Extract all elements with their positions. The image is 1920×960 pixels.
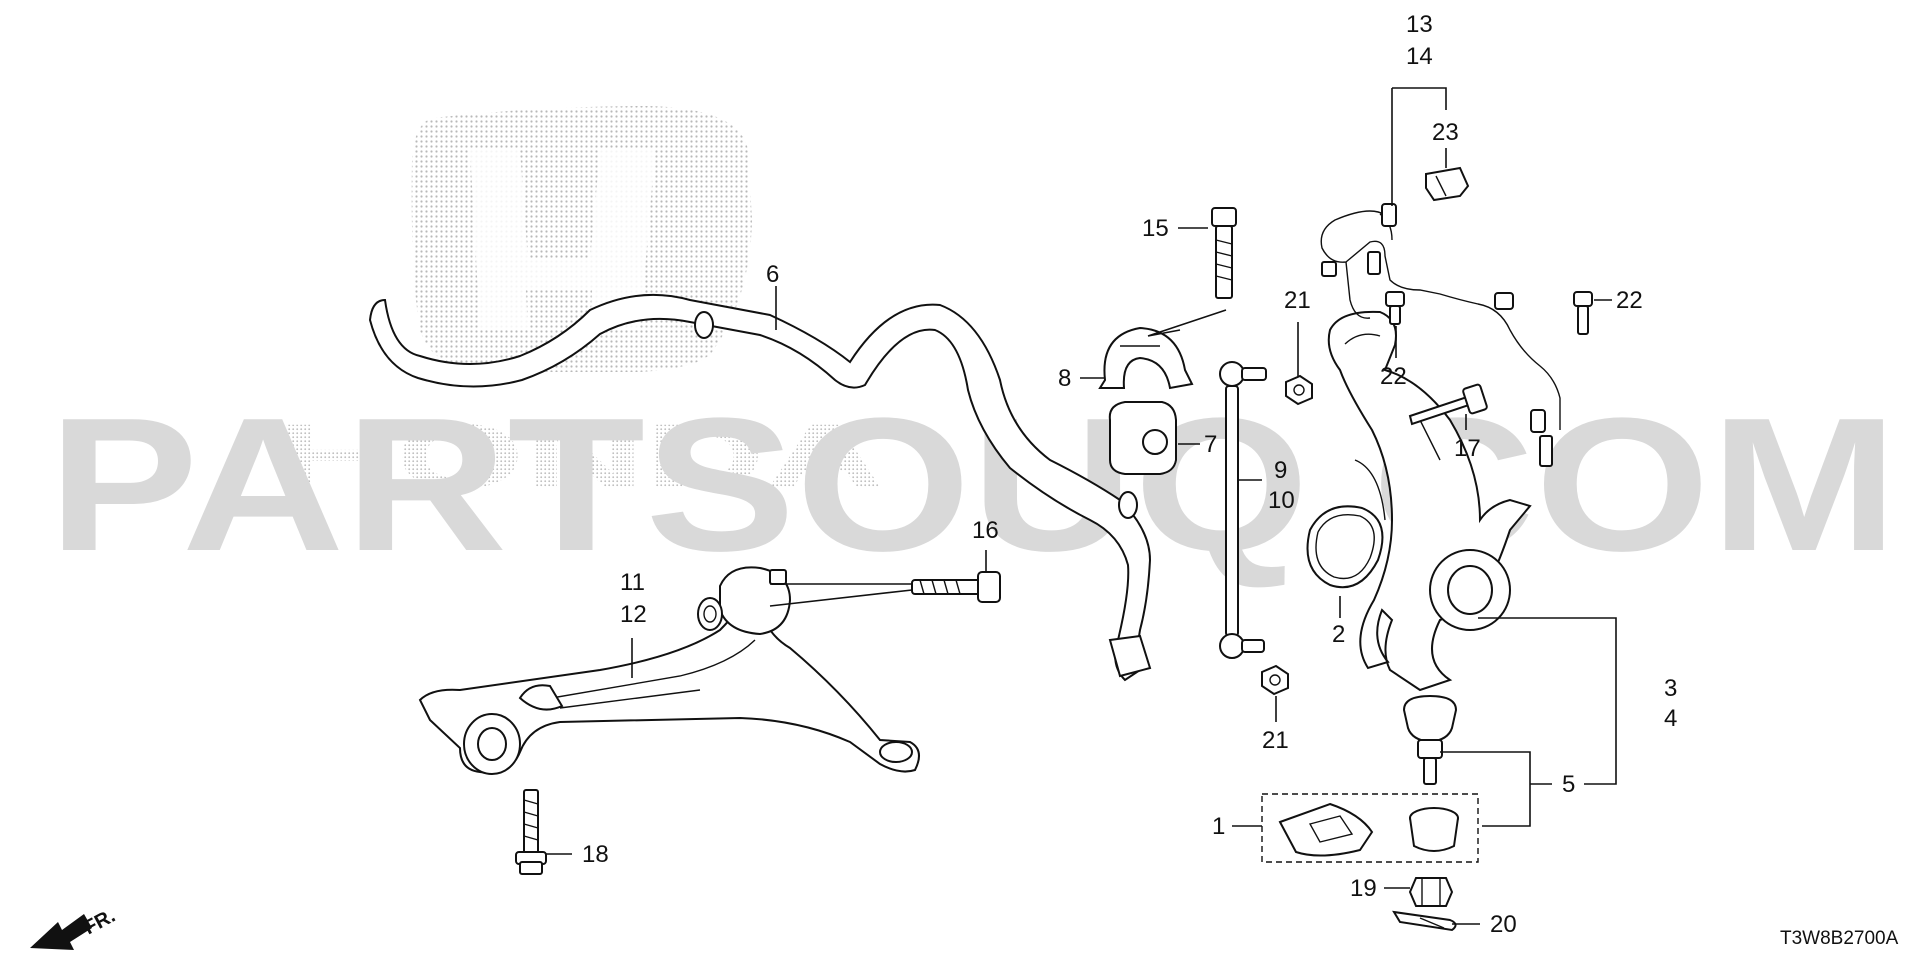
callout-8: 8 [1058,365,1071,392]
ball-joint [1402,694,1458,785]
callout-5: 5 [1562,771,1575,798]
flange-bolt-16 [911,571,1001,603]
arrow-left-down-icon [30,914,92,950]
callout-21-lower: 21 [1262,727,1289,754]
callout-3: 3 [1664,675,1677,702]
callout-22-right: 22 [1616,287,1643,314]
callout-13: 13 [1406,11,1433,38]
harness-clip [1425,166,1470,202]
leader-lines [546,87,1617,925]
callout-18: 18 [582,841,609,868]
self-locking-nut-lower [1261,664,1289,696]
castle-nut [1408,877,1454,907]
grease-pack [1278,802,1374,857]
callout-10: 10 [1268,487,1295,514]
callout-7: 7 [1204,431,1217,458]
callout-16: 16 [972,517,999,544]
flange-bolt-22-center [1385,291,1405,325]
honda-wordmark-watermark: HONDA [275,406,885,508]
flange-bolt-22-right [1573,291,1593,335]
snap-ring [1306,505,1384,589]
callout-12: 12 [620,601,647,628]
cotter-pin [1392,910,1457,932]
callout-4: 4 [1664,705,1677,732]
callout-1: 1 [1212,813,1225,840]
wheel-speed-sensor-harness [1320,203,1561,467]
stabilizer-link [1219,361,1267,659]
callout-19: 19 [1350,875,1377,902]
flange-bolt-18 [515,789,547,875]
ball-joint-boot [1409,807,1459,852]
callout-11: 11 [620,569,645,596]
callout-labels: 6 15 8 7 9 10 21 21 2 13 14 23 22 22 17 … [582,11,1677,938]
flange-bolt-15 [1211,207,1237,299]
drawing-code: T3W8B2700A [1780,928,1899,949]
front-direction-indicator: FR. [30,905,119,950]
stabilizer-bushing-holder [1098,326,1194,390]
callout-17: 17 [1454,435,1481,462]
callout-23: 23 [1432,119,1459,146]
front-direction-label: FR. [80,905,119,940]
kit-1-dashed-box [1261,793,1479,863]
front-lower-arm [418,593,920,775]
site-watermark: PARTSOUQ.COM [48,379,1898,591]
steering-knuckle [1327,310,1532,692]
callout-21-upper: 21 [1284,287,1311,314]
callout-9: 9 [1274,457,1287,484]
callout-6: 6 [766,261,779,288]
callout-14: 14 [1406,43,1433,70]
self-locking-nut-upper [1285,374,1313,406]
callout-20: 20 [1490,911,1517,938]
stabilizer-bar [368,293,1152,682]
callout-15: 15 [1142,215,1169,242]
stabilizer-bushing [1108,401,1177,475]
callout-2: 2 [1332,621,1345,648]
knuckle-bolt-17 [1408,383,1488,426]
callout-22-center: 22 [1380,363,1407,390]
